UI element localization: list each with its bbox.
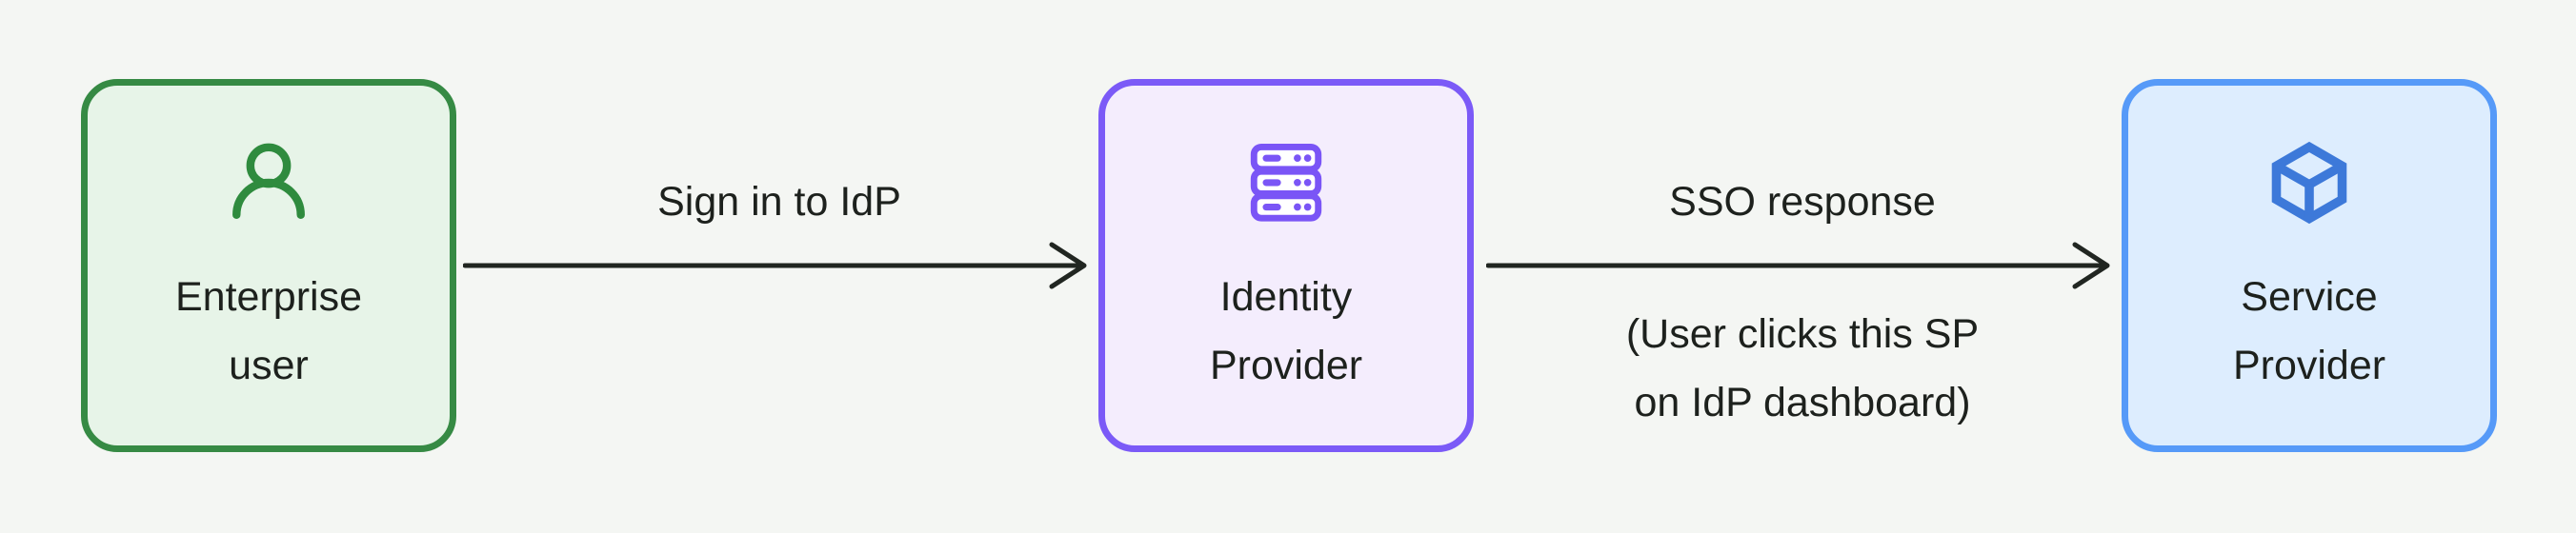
node-enterprise-user: Enterprise user [81,79,456,452]
arrow-right-icon [1486,242,2110,289]
node-label: Identity Provider [1210,263,1362,400]
edge-sso-response-note: (User clicks this SP on IdP dashboard) [1439,300,2166,437]
node-label: Enterprise user [175,263,362,400]
node-label-line: Provider [2232,343,2386,388]
arrow-right-icon [463,242,1087,289]
user-icon [225,139,312,227]
edge-sso-response-label: SSO response [1669,179,1936,225]
node-service-provider: Service Provider [2122,79,2497,452]
cube-icon [2265,139,2353,227]
edge-sign-in-label: Sign in to IdP [657,179,901,225]
node-label: Service Provider [2233,263,2385,400]
node-identity-provider: Identity Provider [1098,79,1474,452]
node-label-line: Enterprise [175,274,362,320]
node-label-line: Identity [1219,274,1353,320]
node-label-line: Service [2241,274,2378,320]
edge-note-line: on IdP dashboard) [1634,380,1971,425]
server-icon [1242,139,1330,227]
node-label-line: Provider [1209,343,1363,388]
node-label-line: user [229,343,309,388]
edge-note-line: (User clicks this SP [1625,311,1980,357]
